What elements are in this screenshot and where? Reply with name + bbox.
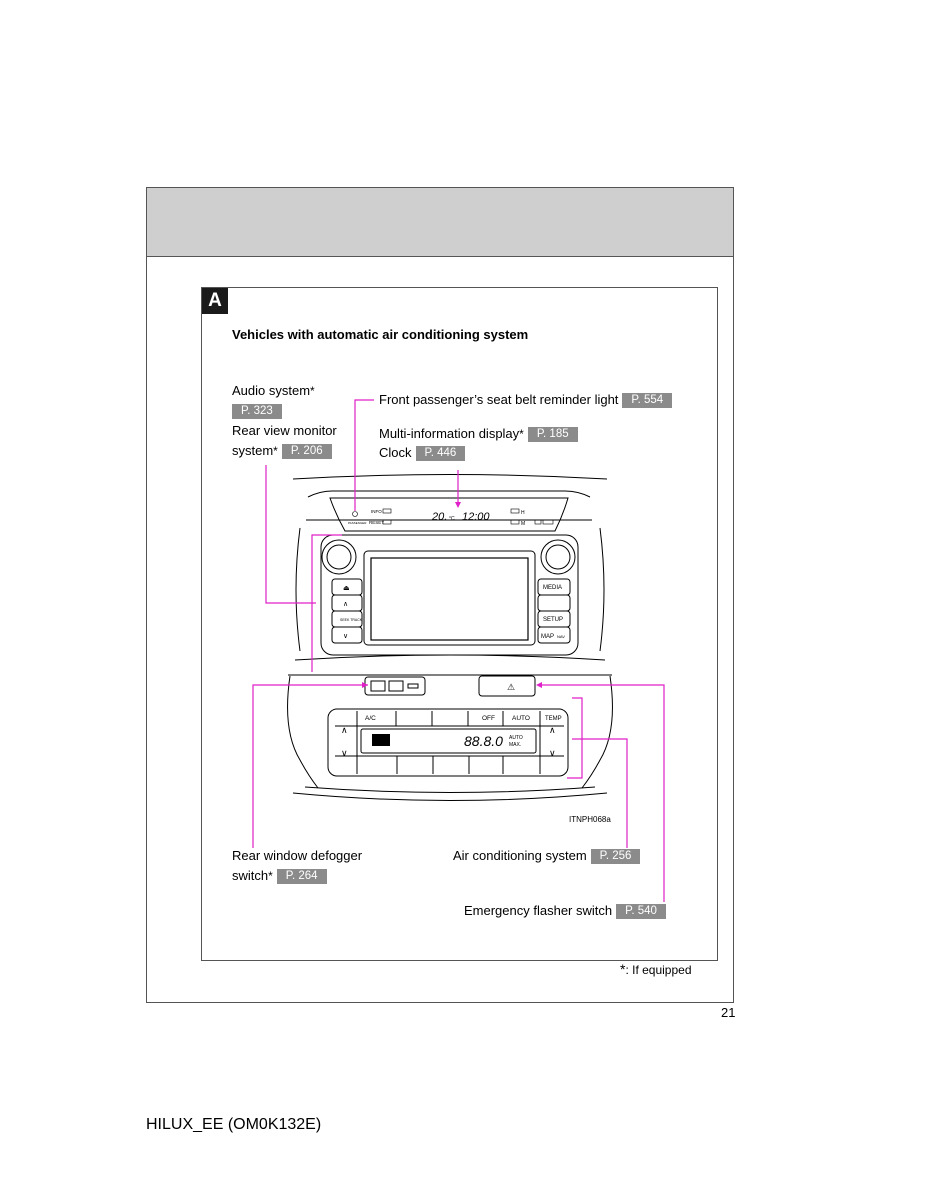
up-chevron-icon: ∧ [343,601,348,608]
setup-button-label: SETUP [543,617,563,623]
audio-system-ref[interactable]: P. 323 [232,402,282,420]
section-badge: A [202,288,228,314]
footnote: *: If equipped [620,961,692,977]
section-title: Vehicles with automatic air conditioning… [232,327,529,342]
rear-view-monitor-label-2: system*P. 206 [232,442,332,460]
map-button-label: MAP [541,634,554,640]
auto-button-label: AUTO [512,715,530,722]
left-up-icon: ∧ [341,725,348,735]
temp-display: 20. [431,511,447,523]
rear-view-monitor-label: Rear view monitor [232,423,337,438]
lcd-max: MAX. [509,742,521,748]
rear-defogger-label-2: switch*P. 264 [232,867,327,885]
clock-ref[interactable]: P. 446 [415,446,466,461]
right-down-icon: ∨ [549,748,556,758]
header-band [146,187,734,257]
leader-lines [252,399,665,902]
figure-frame [201,287,718,961]
temp-unit: °C [449,516,455,522]
temp-button-label: TEMP [545,716,562,722]
h-label: H [521,510,525,516]
down-chevron-icon: ∨ [343,633,348,640]
doc-code: HILUX_EE (OM0K132E) [146,1116,322,1133]
multi-info-label: Multi-information display*P. 185 [379,425,578,443]
seat-belt-ref[interactable]: P. 554 [622,393,673,408]
nav-label: NAV [557,634,565,639]
air-conditioning-ref[interactable]: P. 256 [590,849,641,864]
left-down-icon: ∨ [341,748,348,758]
reset-label: RESET [369,520,384,525]
clock-display: 12:00 [462,511,490,523]
rear-view-ref[interactable]: P. 206 [281,444,332,459]
audio-system-label: Audio system* [232,383,315,398]
image-code: ITNPH068a [569,815,611,824]
passenger-label: PASSENGER [348,521,367,525]
right-up-icon: ∧ [549,725,556,735]
info-label: INFO [371,509,382,514]
rear-defogger-ref[interactable]: P. 264 [276,869,327,884]
lcd-auto: AUTO [509,735,523,741]
ac-button-label: A/C [365,715,376,722]
seat-belt-label: Front passenger’s seat belt reminder lig… [379,391,673,409]
off-button-label: OFF [482,715,495,722]
m-label: M [521,521,525,527]
hazard-icon: ⚠ [507,682,515,692]
multi-info-ref[interactable]: P. 185 [527,427,578,442]
emergency-flasher-ref[interactable]: P. 540 [616,904,666,919]
page-number: 21 [721,1005,736,1020]
rear-defogger-label: Rear window defogger [232,848,363,863]
eject-icon: ⏏ [343,585,350,592]
media-button-label: MEDIA [543,585,562,591]
seek-track-label: SEEK TRACK [340,618,363,622]
lcd-digits: 88.8.0 [464,733,503,749]
